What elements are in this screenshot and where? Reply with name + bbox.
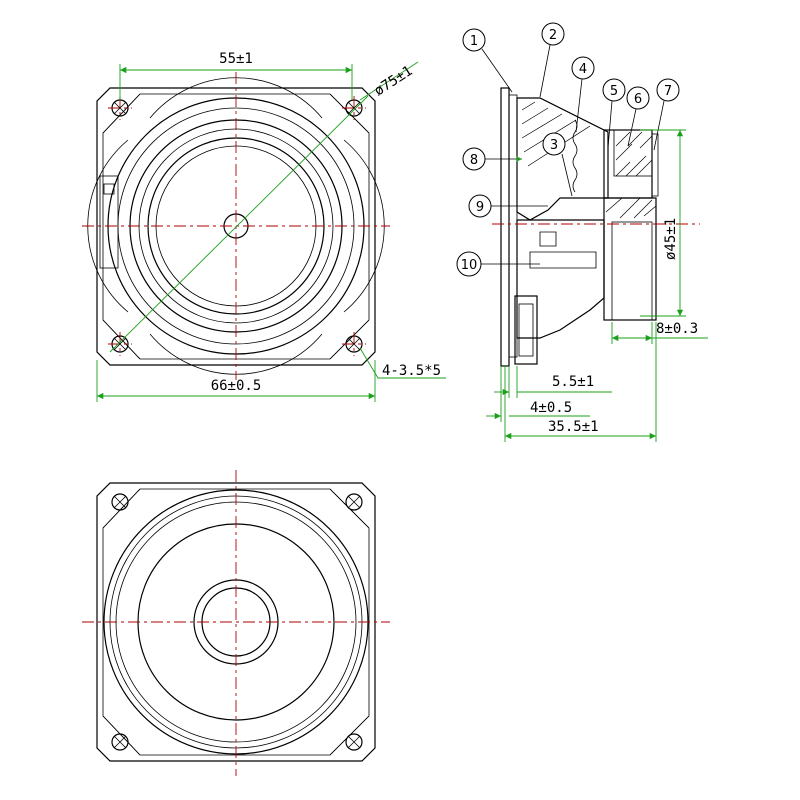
front-view: 55±1 ø75±1 66±0.5 4-3.5*5	[82, 51, 446, 402]
dim-front-plate: 4±0.5	[486, 366, 590, 422]
rear-view	[82, 470, 390, 776]
svg-text:9: 9	[476, 200, 484, 215]
dim-bolt-circle: ø75±1	[359, 61, 419, 101]
dim-magnet-depth-label: 8±0.3	[656, 321, 698, 337]
dim-holes: 4-3.5*5	[359, 347, 446, 379]
dim-magnet-depth: 8±0.3	[611, 321, 708, 344]
dim-frame-flange-label: 5.5±1	[552, 374, 594, 390]
front-frame-outline	[96, 87, 376, 366]
mount-hole	[111, 733, 129, 751]
dim-overall-depth: 35.5±1	[504, 322, 657, 442]
mount-hole	[342, 332, 366, 356]
callout-1: 1	[462, 28, 513, 93]
dim-overall-width-label: 66±0.5	[211, 378, 262, 394]
mount-hole	[111, 493, 129, 511]
dim-overall-width: 66±0.5	[96, 360, 376, 402]
dim-mount-spacing: 55±1	[119, 51, 353, 100]
svg-text:4: 4	[579, 62, 587, 77]
svg-text:7: 7	[664, 84, 672, 99]
dim-front-plate-label: 4±0.5	[530, 400, 572, 416]
dim-overall-depth-label: 35.5±1	[548, 419, 599, 435]
dim-holes-label: 4-3.5*5	[382, 363, 441, 379]
callout-5: 5	[602, 78, 626, 149]
callout-9: 9	[468, 194, 548, 218]
svg-text:8: 8	[470, 153, 478, 168]
side-view: 1 2 4 5 6 7 3	[456, 22, 708, 442]
callout-3: 3	[542, 132, 573, 197]
callout-6: 6	[626, 86, 650, 147]
svg-text:1: 1	[470, 34, 478, 49]
mount-hole	[108, 332, 132, 356]
callout-4: 4	[571, 56, 595, 133]
svg-text:2: 2	[549, 28, 557, 43]
callout-2: 2	[539, 22, 565, 98]
callout-8: 8	[462, 147, 522, 171]
dim-magnet-diameter-label: ø45±1	[663, 218, 679, 260]
dim-frame-flange: 5.5±1	[494, 366, 612, 398]
svg-text:6: 6	[634, 92, 642, 107]
dim-magnet-diameter: ø45±1	[640, 129, 686, 317]
rear-frame-outline	[96, 482, 376, 762]
dim-bolt-circle-label: ø75±1	[371, 63, 415, 99]
mount-hole	[345, 493, 363, 511]
svg-text:5: 5	[610, 84, 618, 99]
mount-hole	[345, 733, 363, 751]
svg-text:10: 10	[461, 258, 478, 273]
callout-10: 10	[456, 251, 540, 277]
svg-text:3: 3	[550, 138, 558, 153]
callout-7: 7	[653, 78, 680, 151]
dim-mount-spacing-label: 55±1	[219, 51, 253, 67]
mount-hole	[342, 96, 366, 120]
